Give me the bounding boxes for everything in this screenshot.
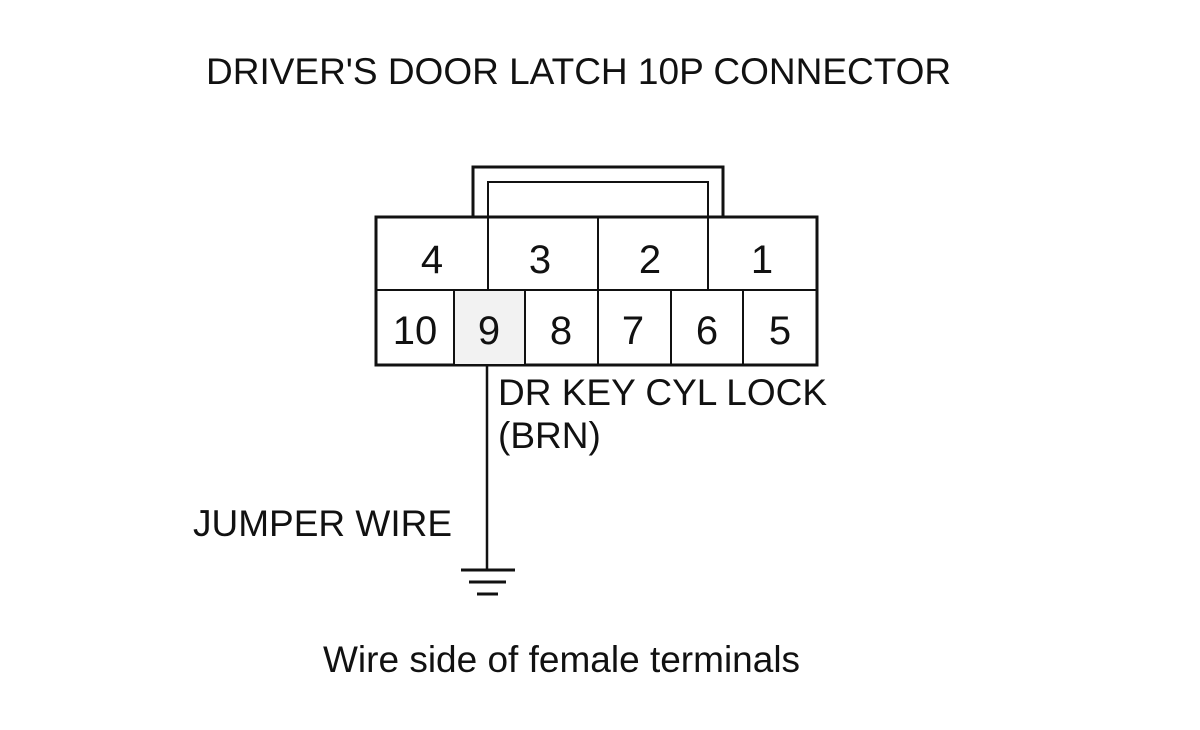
- diagram-title: DRIVER'S DOOR LATCH 10P CONNECTOR: [206, 51, 951, 92]
- pin-number-3: 3: [529, 238, 551, 282]
- terminal-label-name: DR KEY CYL LOCK: [498, 372, 827, 413]
- ground-icon: [461, 568, 515, 596]
- pin-9-highlight: [454, 290, 525, 364]
- pin-number-8: 8: [550, 309, 572, 353]
- pin-number-2: 2: [639, 238, 661, 282]
- pin-number-10: 10: [393, 309, 438, 353]
- pin-number-7: 7: [622, 309, 644, 353]
- pin-number-1: 1: [751, 238, 773, 282]
- bottom-row-dividers: [453, 290, 744, 365]
- terminal-label-wire-color: (BRN): [498, 415, 601, 456]
- connector-latch: [376, 165, 817, 219]
- diagram-caption: Wire side of female terminals: [323, 639, 800, 680]
- pin-number-4: 4: [421, 238, 443, 282]
- top-row-dividers: [487, 217, 709, 290]
- pin-number-6: 6: [696, 309, 718, 353]
- pin-number-5: 5: [769, 309, 791, 353]
- jumper-wire-label: JUMPER WIRE: [193, 503, 452, 544]
- pin-number-9: 9: [478, 309, 500, 353]
